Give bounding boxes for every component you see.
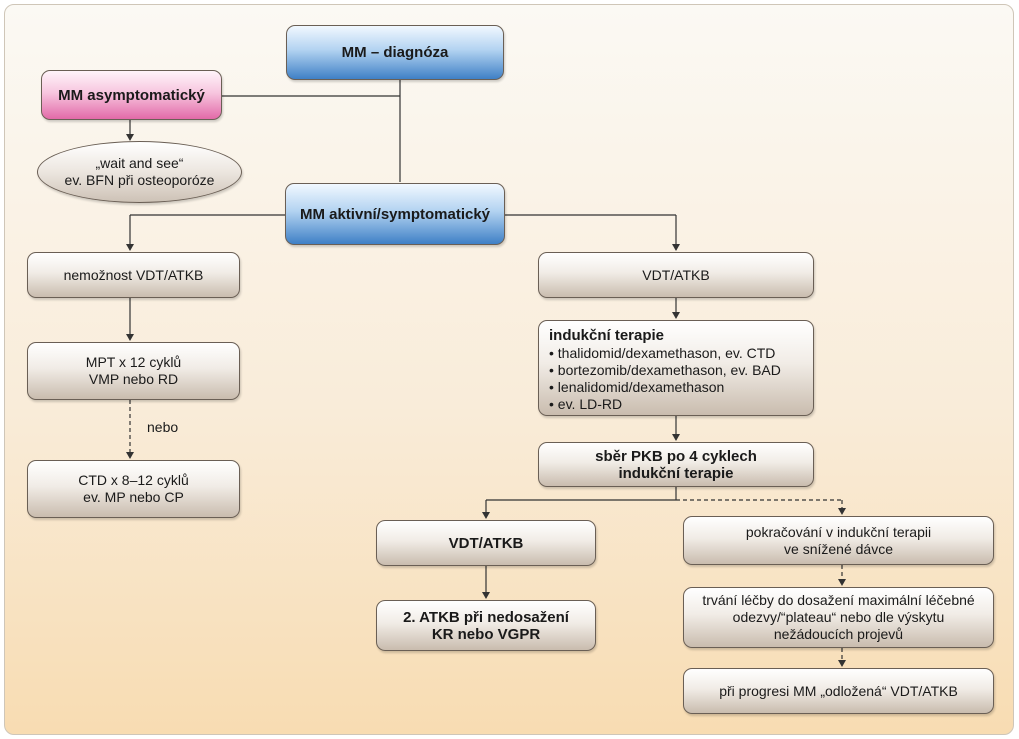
induction-item: bortezomib/dexamethason, ev. BAD (549, 362, 781, 379)
node-induction: indukční terapie thalidomid/dexamethason… (538, 320, 814, 416)
node-progression: při progresi MM „odložená“ VDT/ATKB (683, 668, 994, 714)
induction-item: ev. LD-RD (549, 396, 781, 413)
node-progression-text: při progresi MM „odložená“ VDT/ATKB (719, 682, 958, 699)
node-vdt-atkb-right-text: VDT/ATKB (642, 266, 710, 283)
node-ctd: CTD x 8–12 cyklů ev. MP nebo CP (27, 460, 240, 518)
node-asymptomatic: MM asymptomatický (41, 70, 222, 120)
induction-list: thalidomid/dexamethason, ev. CTD bortezo… (549, 345, 781, 413)
node-diagnosis: MM – diagnóza (286, 25, 504, 80)
node-collection-text: sběr PKB po 4 cyklech indukční terapie (595, 447, 757, 482)
node-collection: sběr PKB po 4 cyklech indukční terapie (538, 442, 814, 487)
node-asymptomatic-text: MM asymptomatický (58, 86, 205, 104)
node-wait-and-see: „wait and see“ ev. BFN při osteoporóze (37, 141, 242, 203)
node-active: MM aktivní/symptomatický (285, 183, 505, 245)
node-not-possible-text: nemožnost VDT/ATKB (63, 266, 204, 283)
node-continue: pokračování v indukční terapii ve snížen… (683, 516, 994, 565)
label-nebo: nebo (147, 419, 179, 435)
node-mpt-text: MPT x 12 cyklů VMP nebo RD (85, 354, 182, 387)
node-mpt: MPT x 12 cyklů VMP nebo RD (27, 342, 240, 400)
node-active-text: MM aktivní/symptomatický (299, 205, 491, 223)
node-vdt-atkb-right: VDT/ATKB (538, 252, 814, 298)
node-continue-text: pokračování v indukční terapii ve snížen… (745, 523, 932, 557)
induction-item: lenalidomid/dexamethason (549, 379, 781, 396)
node-diagnosis-text: MM – diagnóza (341, 44, 449, 61)
node-duration-text: trvání léčby do dosažení maximální léčeb… (702, 592, 975, 642)
induction-item: thalidomid/dexamethason, ev. CTD (549, 345, 781, 362)
node-wait-and-see-text: „wait and see“ ev. BFN při osteoporóze (64, 155, 215, 188)
node-duration: trvání léčby do dosažení maximální léčeb… (683, 587, 994, 648)
node-vdt-atkb-lower-text: VDT/ATKB (448, 534, 524, 552)
node-ctd-text: CTD x 8–12 cyklů ev. MP nebo CP (78, 472, 189, 505)
node-second-atkb-text: 2. ATKB při nedosažení KR nebo VGPR (403, 608, 569, 643)
node-vdt-atkb-lower: VDT/ATKB (376, 520, 596, 566)
node-second-atkb: 2. ATKB při nedosažení KR nebo VGPR (376, 600, 596, 651)
induction-title: indukční terapie (549, 327, 665, 344)
node-not-possible: nemožnost VDT/ATKB (27, 252, 240, 298)
